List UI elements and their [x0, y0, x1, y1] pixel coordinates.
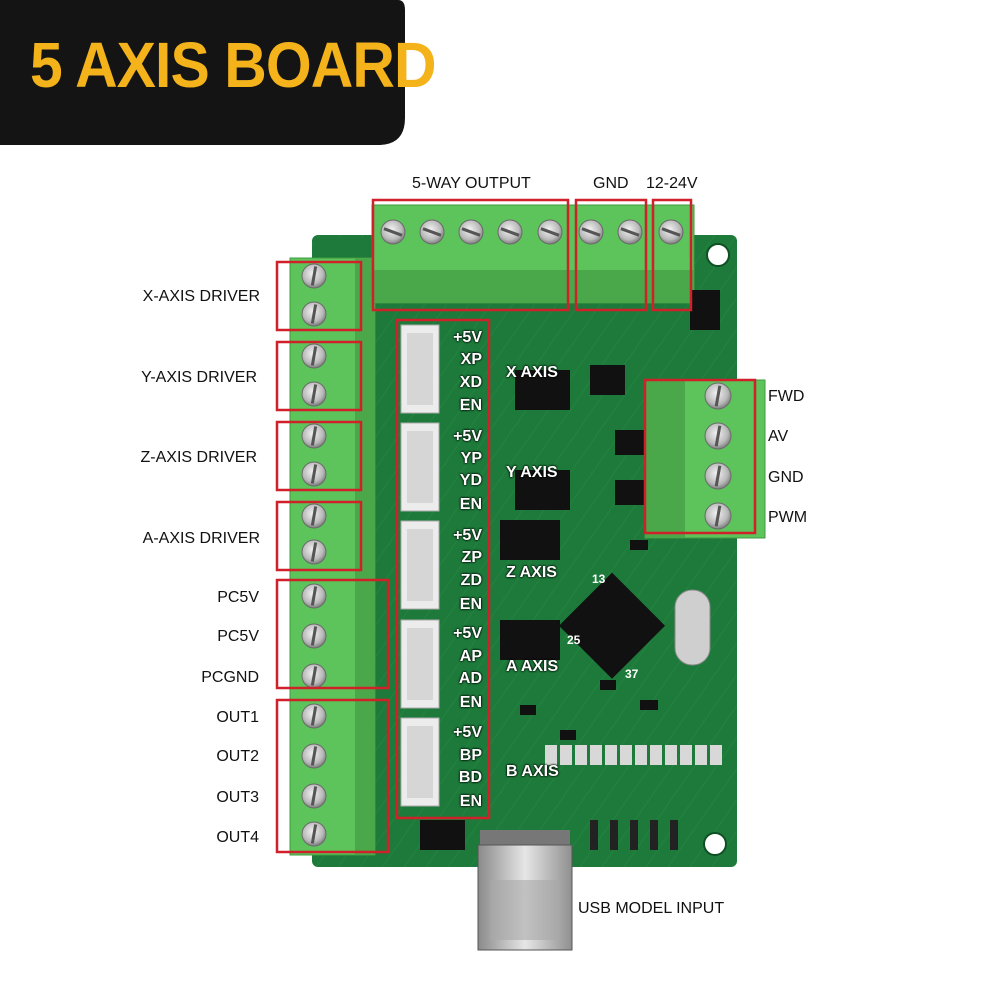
pin-label: XP — [460, 351, 482, 368]
pin-label: ZD — [460, 572, 482, 589]
label-power: 12-24V — [646, 175, 698, 192]
axis-label-y: Y AXIS — [506, 464, 558, 481]
highlight-5-way-output — [371, 198, 570, 312]
label-5-way-output: 5-WAY OUTPUT — [412, 175, 531, 192]
pin-label: +5V — [453, 527, 482, 544]
highlight-outputs — [275, 698, 390, 854]
highlight-x-driver — [275, 260, 363, 332]
pin-label: AD — [458, 670, 482, 687]
pin-label: BD — [458, 769, 482, 786]
pin-label: EN — [459, 397, 482, 414]
highlight-spindle — [643, 378, 757, 535]
pin-label: +5V — [453, 724, 482, 741]
axis-label-b: B AXIS — [506, 763, 559, 780]
label-av: AV — [768, 428, 789, 445]
pin-label: ZP — [461, 549, 482, 566]
label-right-gnd: GND — [768, 469, 804, 486]
highlight-a-driver — [275, 500, 363, 572]
pin-label: AP — [459, 648, 482, 665]
axis-label-x: X AXIS — [506, 364, 558, 381]
pin-label: EN — [459, 793, 482, 810]
chip-pin-37: 37 — [625, 667, 639, 681]
label-z-driver: Z-AXIS DRIVER — [140, 449, 257, 466]
page-title: 5 AXIS BOARD — [30, 29, 436, 101]
pin-label: +5V — [453, 625, 482, 642]
highlight-pc-power — [275, 578, 390, 690]
title-banner — [0, 0, 405, 145]
pin-label: YD — [459, 472, 482, 489]
usb-connector — [477, 830, 573, 951]
label-usb-input: USB MODEL INPUT — [578, 900, 725, 917]
microcontroller-chip — [558, 572, 666, 679]
label-pcgnd: PCGND — [201, 669, 259, 686]
pin-label: XD — [459, 374, 482, 391]
top-terminal-block — [371, 204, 695, 304]
pin-label: BP — [459, 747, 482, 764]
pin-label: EN — [459, 496, 482, 513]
label-y-driver: Y-AXIS DRIVER — [141, 369, 257, 386]
label-a-driver: A-AXIS DRIVER — [142, 530, 260, 547]
chip-pin-13: 13 — [592, 572, 606, 586]
label-pc5v-2: PC5V — [217, 628, 259, 645]
label-out4: OUT4 — [216, 829, 259, 846]
label-top-gnd: GND — [593, 175, 629, 192]
pin-label: +5V — [453, 329, 482, 346]
highlight-z-driver — [275, 420, 363, 492]
highlight-gnd — [574, 198, 648, 312]
label-out2: OUT2 — [216, 748, 259, 765]
pin-label: YP — [460, 450, 482, 467]
highlight-y-driver — [275, 340, 363, 412]
highlight-axis-headers — [395, 318, 491, 820]
label-pwm: PWM — [768, 509, 808, 526]
axis-label-a: A AXIS — [506, 658, 559, 675]
label-fwd: FWD — [768, 388, 805, 405]
axis-label-z: Z AXIS — [506, 564, 557, 581]
label-out1: OUT1 — [216, 709, 259, 726]
label-x-driver: X-AXIS DRIVER — [142, 288, 260, 305]
right-terminal-block — [644, 379, 766, 539]
pin-label: +5V — [453, 428, 482, 445]
label-pc5v-1: PC5V — [217, 589, 259, 606]
pin-label: EN — [459, 596, 482, 613]
label-out3: OUT3 — [216, 789, 259, 806]
pin-label: EN — [459, 694, 482, 711]
highlight-power — [651, 198, 693, 312]
chip-pin-25: 25 — [567, 633, 581, 647]
